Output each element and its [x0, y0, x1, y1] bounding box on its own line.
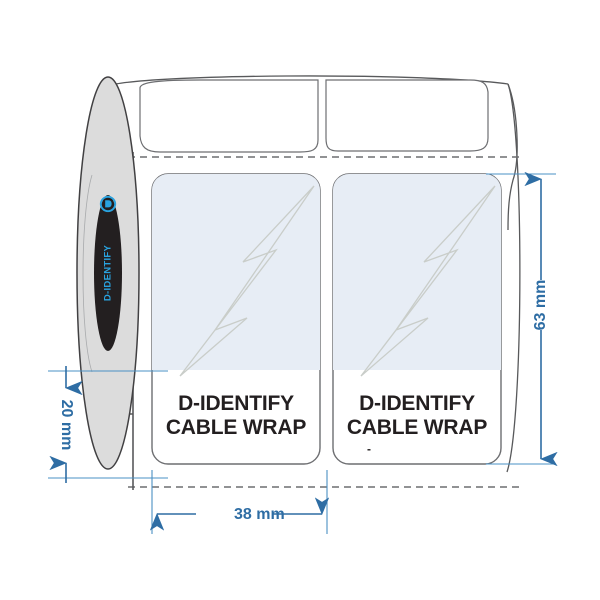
core-offset-dimension-label: 20 mm	[58, 399, 75, 451]
roll-right-edge	[507, 83, 518, 231]
label-2-watermark	[360, 185, 496, 377]
top-label-2	[325, 79, 489, 152]
roll-core-hole	[94, 195, 122, 351]
width-dimension-group	[149, 470, 330, 534]
label-2-line1: D-IDENTIFY	[359, 392, 475, 415]
label-2-footer-mark: -	[367, 442, 371, 456]
label-1-watermark	[179, 185, 315, 377]
roll-right-silhouette	[506, 83, 521, 473]
height-dimension-label: 63 mm	[532, 279, 549, 331]
label-1-line1: D-IDENTIFY	[178, 392, 294, 415]
width-dimension-label: 38 mm	[234, 506, 285, 523]
label-1-line2: CABLE WRAP	[165, 415, 307, 439]
label-1-clear-wrap-area	[152, 174, 320, 370]
front-label-2	[332, 173, 502, 465]
top-label-1	[139, 79, 319, 153]
label-1-print-text: D-IDENTIFY CABLE WRAP	[152, 392, 320, 439]
label-2-clear-wrap-area	[333, 174, 501, 370]
top-wrapped-labels	[139, 79, 489, 153]
d-identify-circle-logo-icon	[99, 195, 117, 213]
lightning-bolt-icon	[360, 185, 496, 377]
lightning-bolt-icon	[179, 185, 315, 377]
label-2-print-text: D-IDENTIFY CABLE WRAP	[333, 392, 501, 439]
label-2-line2: CABLE WRAP	[346, 415, 488, 439]
height-dimension-group	[486, 171, 558, 467]
front-label-1	[151, 173, 321, 465]
core-offset-dimension-group	[48, 366, 168, 483]
roll-disc-inner-shade	[82, 174, 93, 373]
roll-core-brand-text: D-IDENTIFY	[102, 244, 114, 302]
